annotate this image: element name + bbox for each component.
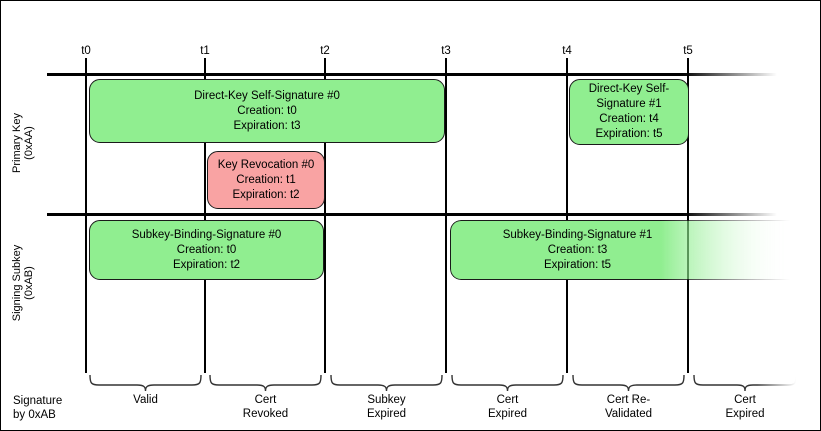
row-label-primary-key: Primary Key (0xAA) bbox=[11, 113, 35, 173]
signature-box-creation: Creation: t0 bbox=[176, 243, 237, 256]
brace-cert-revoked bbox=[209, 375, 322, 391]
brace-label-cert-expired-2: Cert Expired bbox=[725, 394, 765, 420]
signature-box-title: Subkey-Binding-Signature #0 bbox=[131, 228, 282, 241]
signature-box-direct-key-self-signature-0[interactable]: Direct-Key Self-Signature #0 Creation: t… bbox=[89, 79, 445, 143]
tick-line-t2 bbox=[324, 58, 326, 373]
tick-line-t0 bbox=[85, 58, 87, 373]
status-axis-caption: Signature by 0xAB bbox=[13, 395, 63, 421]
tick-label-t1: t1 bbox=[200, 45, 210, 57]
rule-subkey-top bbox=[47, 213, 777, 216]
signature-box-creation: Creation: t3 bbox=[547, 243, 608, 256]
brace-subkey-expired bbox=[330, 375, 443, 391]
signature-box-title: Direct-Key Self-Signature #0 bbox=[194, 89, 340, 102]
tick-line-t1 bbox=[204, 58, 206, 373]
tick-line-t3 bbox=[445, 58, 447, 373]
signature-box-expiration: Expiration: t5 bbox=[595, 128, 663, 140]
signature-box-creation: Creation: t0 bbox=[237, 104, 297, 117]
brace-label-cert-re-validated: Cert Re- Validated bbox=[604, 394, 653, 420]
tick-line-t4 bbox=[566, 58, 568, 373]
signature-box-title-line1: Direct-Key Self- bbox=[588, 83, 670, 95]
tick-line-t5 bbox=[687, 58, 689, 373]
tick-label-t4: t4 bbox=[562, 45, 572, 57]
row-label-signing-subkey: Signing Subkey (0xAB) bbox=[11, 244, 35, 322]
tick-label-t5: t5 bbox=[683, 45, 693, 57]
signature-box-expiration: Expiration: t5 bbox=[543, 258, 612, 271]
brace-cert-expired-1 bbox=[451, 375, 564, 391]
brace-valid bbox=[89, 375, 202, 391]
brace-label-cert-expired-1: Cert Expired bbox=[488, 394, 527, 420]
signature-box-expiration: Expiration: t2 bbox=[172, 258, 241, 271]
signature-box-title-line2: Signature #1 bbox=[596, 98, 662, 110]
signature-box-creation: Creation: t4 bbox=[599, 113, 659, 125]
signature-box-expiration: Expiration: t2 bbox=[232, 188, 300, 201]
tick-label-t3: t3 bbox=[441, 45, 451, 57]
brace-label-subkey-expired: Subkey Expired bbox=[367, 394, 406, 420]
signature-box-direct-key-self-signature-1[interactable]: Direct-Key Self- Signature #1 Creation: … bbox=[569, 79, 689, 145]
tick-label-t2: t2 bbox=[320, 45, 330, 57]
signature-box-title: Subkey-Binding-Signature #1 bbox=[502, 228, 653, 241]
brace-cert-expired-2 bbox=[693, 375, 797, 391]
rule-primary-key-top bbox=[47, 73, 777, 76]
brace-label-cert-revoked: Cert Revoked bbox=[242, 394, 289, 420]
signature-box-expiration: Expiration: t3 bbox=[233, 119, 301, 132]
signature-box-creation: Creation: t1 bbox=[236, 173, 296, 186]
signature-box-title: Key Revocation #0 bbox=[217, 158, 315, 171]
signature-box-key-revocation-0[interactable]: Key Revocation #0 Creation: t1 Expiratio… bbox=[207, 151, 325, 209]
brace-cert-re-validated bbox=[572, 375, 685, 391]
brace-label-valid: Valid bbox=[133, 394, 158, 406]
signature-box-subkey-binding-signature-1[interactable]: Subkey-Binding-Signature #1 Creation: t3… bbox=[450, 220, 790, 280]
tick-label-t0: t0 bbox=[81, 45, 91, 57]
signature-box-subkey-binding-signature-0[interactable]: Subkey-Binding-Signature #0 Creation: t0… bbox=[89, 220, 324, 280]
